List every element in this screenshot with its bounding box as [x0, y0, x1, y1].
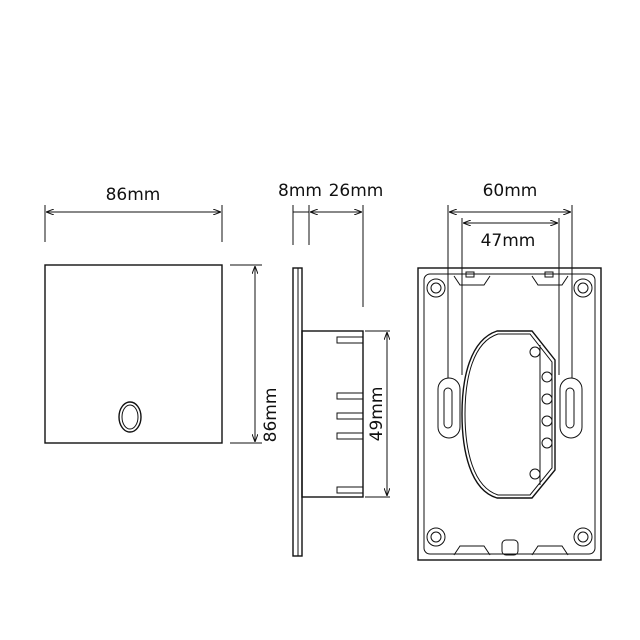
back-view: 60mm 47mm — [417, 181, 602, 561]
body-height-label: 49mm — [367, 387, 387, 442]
front-width-label: 86mm — [106, 185, 161, 205]
back-plate-inner — [423, 273, 596, 555]
switch-module-housing — [461, 330, 556, 499]
depth-label: 26mm — [329, 181, 384, 201]
wire-terminals — [529, 346, 553, 480]
touch-button-ring — [121, 404, 139, 430]
front-plate — [44, 264, 223, 444]
front-height-label: 86mm — [261, 388, 281, 443]
back-plate-outer — [417, 267, 602, 561]
top-clips — [453, 271, 569, 556]
side-body — [301, 330, 364, 498]
screw-slots — [437, 377, 583, 439]
mounting-holes — [426, 278, 593, 547]
touch-button — [118, 401, 142, 433]
front-view: 86mm 86mm — [44, 185, 281, 444]
outer-width-label: 60mm — [483, 181, 538, 201]
plate-thickness-label: 8mm — [278, 181, 322, 201]
side-view: 8mm 26mm 49mm — [278, 181, 390, 557]
inner-width-label: 47mm — [481, 231, 536, 251]
terminal-pins — [336, 336, 364, 494]
